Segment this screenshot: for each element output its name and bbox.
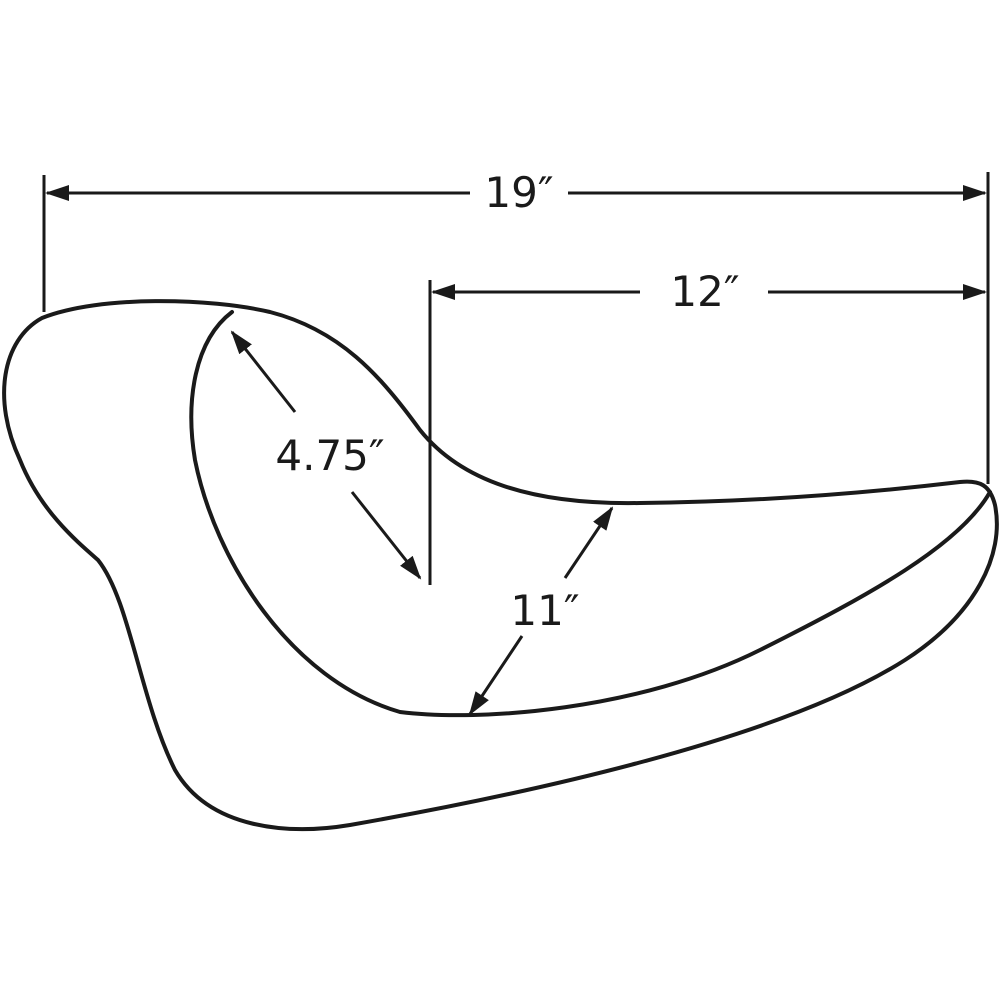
seat-outer-outline xyxy=(2,299,999,832)
overall-length-label: 19″ xyxy=(484,168,553,217)
seat-length-label: 12″ xyxy=(670,267,739,316)
rear-width-arrow-upper xyxy=(563,506,614,579)
rear-width-label: 11″ xyxy=(510,586,579,635)
front-width-label: 4.75″ xyxy=(275,431,384,480)
front-width-arrow-lower xyxy=(350,491,422,580)
front-width-arrow-upper xyxy=(230,330,297,413)
seat-inner-outline xyxy=(189,310,992,718)
rear-width-arrow-lower xyxy=(468,635,524,716)
